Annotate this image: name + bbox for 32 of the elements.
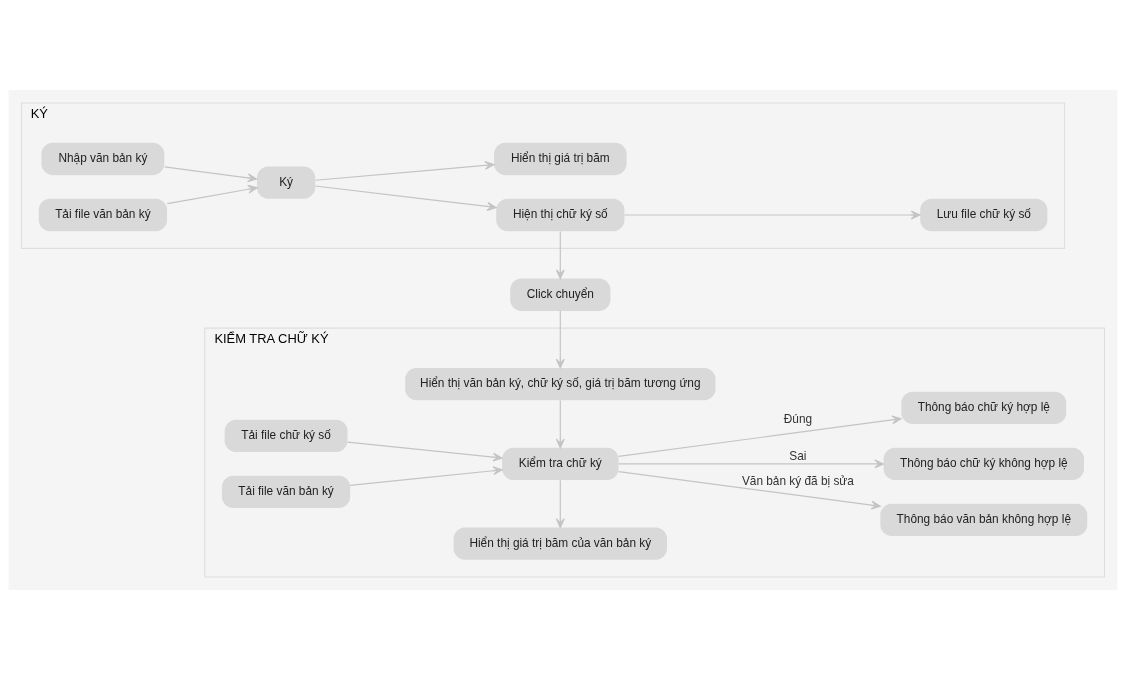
node-box: Thông báo chữ ký hợp lệ [901,391,1067,424]
arrow [164,165,258,182]
node-box: Tải file văn bản ký [221,475,351,508]
arrow [618,414,902,457]
arrow [314,184,497,211]
arrow [623,210,921,219]
node-box: Click chuyển [510,278,611,311]
arrow [314,160,495,181]
arrow [555,309,565,368]
node-box: Hiển thị văn bản ký, chữ ký số, giá trị băm tương ứng [405,367,716,400]
node-box: Hiển thị giá trị băm [494,142,627,175]
arrow [346,441,503,462]
node-box: Tải file chữ ký số [224,419,348,452]
arrow [555,399,565,448]
node-box: Nhập văn bản ký [41,142,165,175]
edge-label: Văn bản ký đã bị sửa [741,473,854,488]
node-box: Ký [256,166,316,199]
arrow [618,458,885,468]
node-box: Hiện thị chữ ký số [496,198,625,231]
node-box: Thông báo chữ ký không hợp lệ [883,447,1084,480]
node-box: Thông báo văn bản không hợp lệ [880,503,1088,536]
node-box: Lưu file chữ ký số [920,198,1048,231]
arrow [555,479,565,528]
node-box: Hiển thị giá trị băm của văn bản ký [453,527,667,560]
edge-label: Đúng [783,411,813,426]
edge-label: Sai [789,448,807,463]
node-box: Tải file văn bản ký [38,198,167,231]
arrow [166,184,258,204]
arrow [618,470,881,510]
arrow [555,230,565,279]
arrow [349,465,503,486]
node-box: Kiểm tra chữ ký [502,447,619,480]
